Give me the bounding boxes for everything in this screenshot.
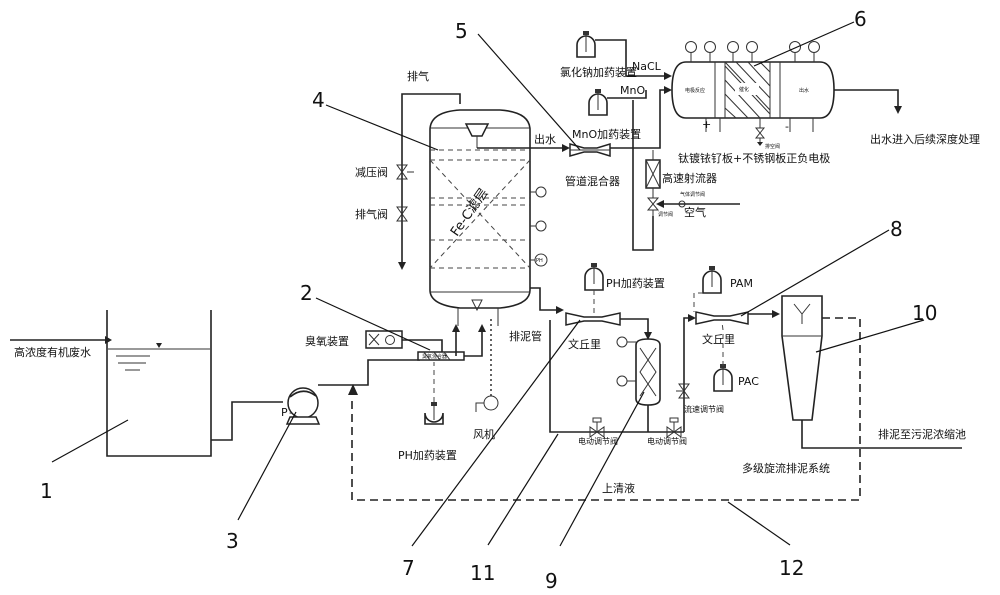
ph-dosing-middle (584, 263, 604, 313)
venturi2-label: 文丘里 (702, 332, 735, 346)
venturi-1 (565, 312, 652, 340)
svg-text:PH: PH (536, 258, 543, 264)
pipe-mixer-label: 管道混合器 (565, 174, 620, 188)
air-label: 空气 (684, 205, 706, 219)
ozone-device (365, 330, 403, 349)
mixing-vessel (616, 336, 661, 432)
valve-c-label: 流速调节阀 (684, 404, 724, 414)
cell-a-label: 电极反应 (685, 87, 705, 94)
callout-7: 7 (402, 556, 415, 580)
exhaust-label: 排气 (407, 69, 429, 83)
mno-label: MnO (620, 84, 645, 97)
ph-dosing-bottom (424, 362, 444, 425)
high-speed-jet: 调节阀 气体调节阀 (632, 100, 740, 251)
mno-dosing-label: MnO加药装置 (572, 128, 641, 141)
callout-5: 5 (455, 19, 468, 43)
outlet-water-label: 出水 (534, 132, 556, 146)
mno-dosing (588, 89, 647, 116)
callout-12: 12 (779, 556, 804, 580)
callout-4: 4 (312, 88, 325, 112)
venturi-2 (695, 310, 780, 325)
valve-b-label: 电动调节阀 (647, 436, 687, 446)
pam-label: PAM (730, 277, 753, 290)
pipe-mixer (569, 86, 672, 158)
valve-a-label: 电动调节阀 (578, 436, 618, 446)
venturi1-label: 文丘里 (568, 337, 601, 351)
jet-label: 高速射流器 (662, 171, 717, 185)
ph-mid-label: PH加药装置 (606, 277, 665, 290)
callout-11: 11 (470, 561, 495, 585)
vent-valve-symbol (396, 206, 408, 222)
nacl-dosing-label: 氯化钠加药装置 (560, 65, 637, 79)
svg-text:-: - (785, 120, 789, 133)
pump-label: P (281, 406, 288, 419)
cyclone-system-label: 多级旋流排泥系统 (742, 461, 830, 475)
pac-dosing (713, 321, 733, 392)
sludge-out-label: 排泥至污泥浓缩池 (878, 427, 966, 441)
callout-10: 10 (912, 301, 937, 325)
fe-c-label: Fe-C滤层 (448, 186, 492, 239)
callout-8: 8 (890, 217, 903, 241)
drain-label: 排空阀 (765, 143, 780, 150)
reg-valve-label: 调节阀 (658, 211, 673, 218)
pressure-valve-label: 减压阀 (355, 165, 388, 179)
callout-1: 1 (40, 479, 53, 503)
fe-c-reactor: PH (396, 93, 548, 326)
svg-text:臭氧混合器: 臭氧混合器 (422, 353, 447, 360)
electrolysis-unit: 催化 电极反应 出水 + - 排空阀 (671, 41, 902, 150)
raw-water-tank (10, 310, 212, 457)
static-mixer: 臭氧混合器 (417, 351, 465, 361)
electrode-label: 钛镀铱钌板+不锈钢板正负电极 (678, 151, 830, 165)
nacl-dosing (576, 31, 672, 80)
pump: P - (281, 387, 321, 425)
pressure-valve-symbol (396, 164, 414, 180)
svg-text:+: + (702, 118, 711, 131)
pam-dosing (693, 266, 722, 312)
supernatant-label: 上清液 (602, 481, 635, 495)
callout-3: 3 (226, 529, 239, 553)
fan (475, 316, 499, 412)
cell-c-label: 出水 (799, 87, 809, 94)
ph-bottom-label: PH加药装置 (398, 449, 457, 462)
final-outlet-label: 出水进入后续深度处理 (870, 132, 980, 146)
inlet-label: 高浓度有机废水 (14, 345, 91, 359)
cell-b-label: 催化 (739, 86, 749, 93)
electric-valve-1 (589, 417, 605, 438)
flow-valve (676, 383, 690, 399)
fan-label: 风机 (473, 427, 495, 441)
cyclone-separator (781, 295, 962, 449)
ozone-label: 臭氧装置 (305, 334, 349, 348)
sludge-pipe-label: 排泥管 (509, 329, 542, 343)
nacl-label: NaCL (632, 60, 662, 73)
svg-text:-: - (289, 406, 293, 419)
callout-6: 6 (854, 7, 867, 31)
pac-label: PAC (738, 375, 759, 388)
callout-2: 2 (300, 281, 313, 305)
callout-9: 9 (545, 569, 558, 593)
vent-valve-label: 排气阀 (355, 207, 388, 221)
gas-valve-label: 气体调节阀 (680, 191, 705, 198)
electric-valve-2 (666, 417, 682, 438)
